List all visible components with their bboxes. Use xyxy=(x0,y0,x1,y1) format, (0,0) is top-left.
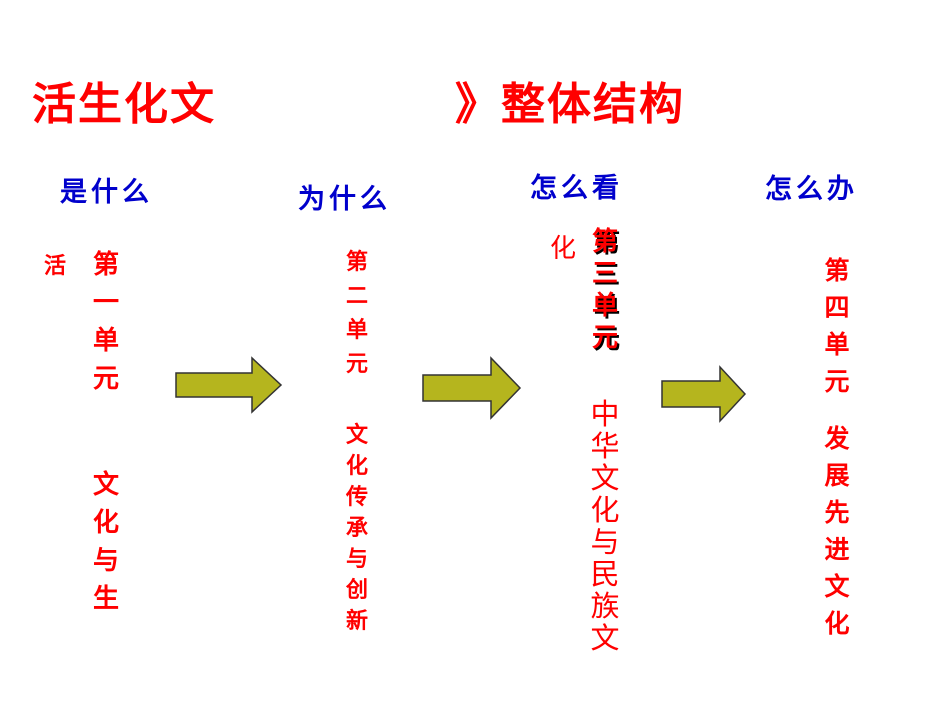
right-arrow-icon xyxy=(175,356,283,414)
col1-side: 活 xyxy=(44,254,67,279)
col2-topic: 文化传承与创新 xyxy=(345,423,368,634)
col3-topic: 中华文化与民族文 xyxy=(590,397,620,655)
col2-unit: 第二单元 xyxy=(345,250,368,377)
title-left: 活生化文 xyxy=(32,79,216,130)
header-how-view: 怎么看 xyxy=(530,173,623,204)
header-why: 为什么 xyxy=(298,184,391,215)
col4-unit: 第四单元 xyxy=(824,256,850,396)
col3-unit: 第三单元 xyxy=(591,227,618,353)
col4-topic: 发展先进文化 xyxy=(824,424,850,638)
col1-unit: 第一单元 xyxy=(92,250,119,394)
right-arrow-icon xyxy=(661,365,747,423)
right-arrow-icon xyxy=(422,356,522,420)
col3-side: 化 xyxy=(550,234,577,264)
col1-topic: 文化与生 xyxy=(92,470,119,614)
header-what: 是什么 xyxy=(60,177,153,208)
header-how-do: 怎么办 xyxy=(765,174,858,205)
title-right: 》整体结构 xyxy=(455,79,685,130)
